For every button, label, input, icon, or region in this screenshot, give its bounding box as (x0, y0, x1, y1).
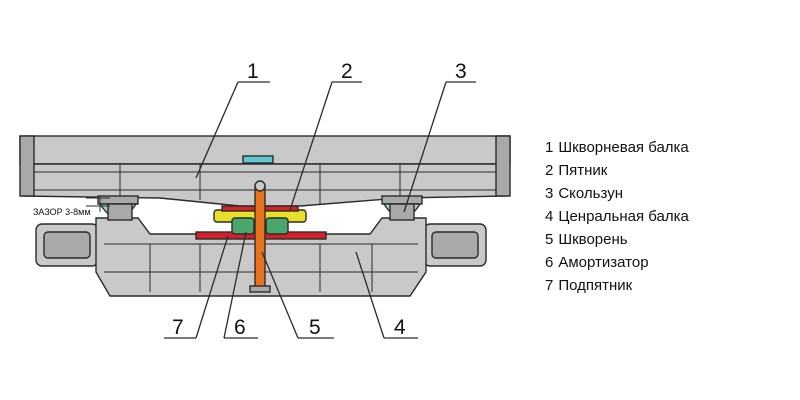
callout-leaders (164, 81, 476, 339)
gap-label: ЗАЗОР 3-8мм (33, 207, 91, 217)
bolster-beam-end-left (19, 135, 35, 197)
callout-3: 3 (455, 60, 467, 83)
king-pin (254, 185, 266, 291)
damper-right (265, 217, 289, 235)
callout-1: 1 (247, 60, 259, 83)
callout-5: 5 (309, 316, 321, 339)
callout-4: 4 (394, 316, 406, 339)
king-pin-eye (254, 180, 266, 192)
pivot-assembly (195, 180, 327, 293)
gap-dimension: ЗАЗОР 3-8мм (33, 196, 110, 217)
callout-7: 7 (172, 316, 184, 339)
callout-2: 2 (341, 60, 353, 83)
callout-6: 6 (234, 316, 246, 339)
damper-left (231, 217, 255, 235)
bolster-beam-end-right (495, 135, 511, 197)
central-beam (35, 203, 487, 297)
bolster-cap-plate (242, 155, 274, 164)
